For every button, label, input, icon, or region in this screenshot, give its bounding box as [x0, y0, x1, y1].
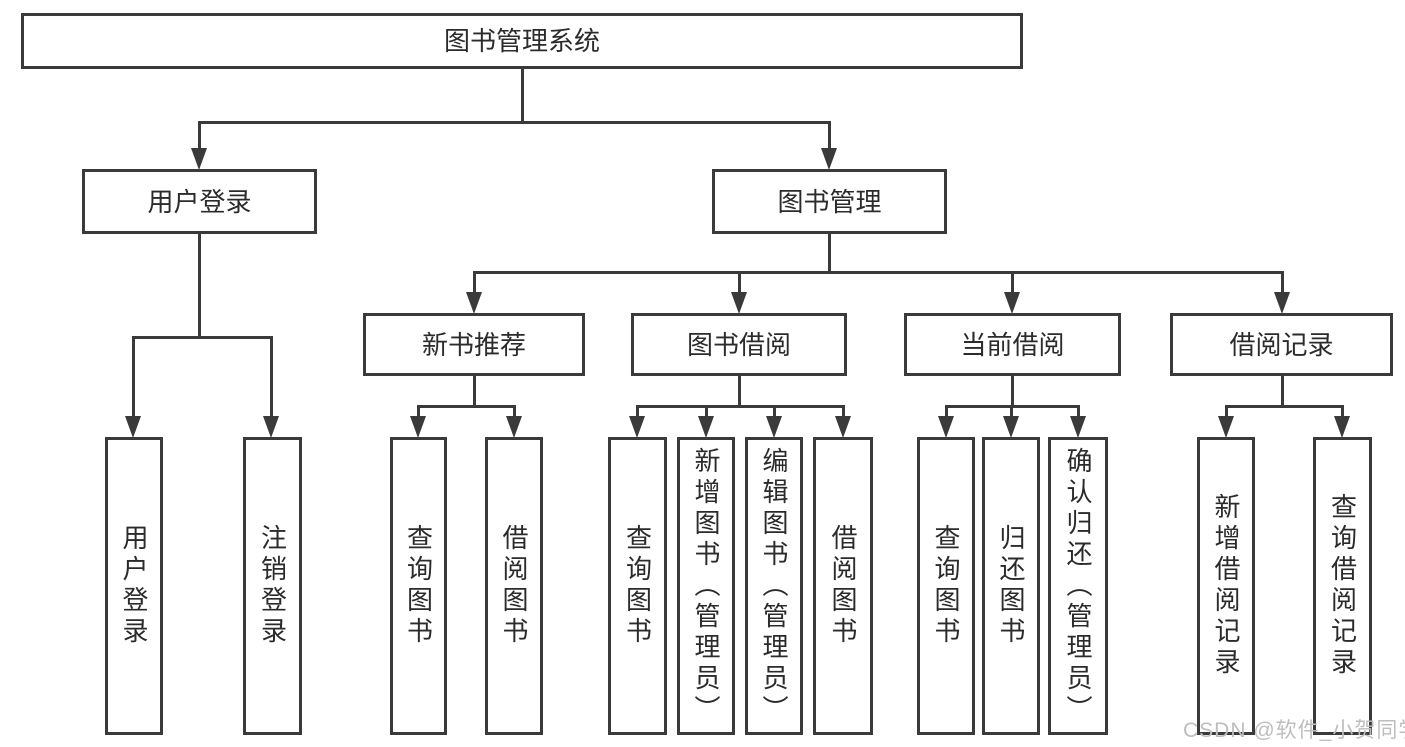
connector-segment [131, 335, 273, 339]
node-label: 借阅图书 [828, 524, 858, 648]
connector-segment [197, 234, 201, 339]
node-leaf-return-books: 归还图书 [982, 437, 1040, 735]
node-label: 查询图书 [622, 524, 653, 648]
connector-segment [1280, 376, 1284, 408]
connector-segment [827, 234, 831, 274]
connector-segment [635, 406, 639, 417]
node-borrow-records: 借阅记录 [1170, 313, 1393, 376]
connector-segment [737, 376, 741, 408]
csdn-watermark: CSDN @软件_小贺同学 [1183, 719, 1405, 742]
node-label: 借阅图书 [499, 524, 529, 648]
connector-segment [472, 272, 476, 293]
node-label: 新书推荐 [421, 329, 526, 360]
arrow-down-icon [125, 416, 141, 438]
arrow-down-icon [1334, 416, 1350, 438]
connector-segment [1010, 272, 1014, 293]
node-leaf-logout: 注销登录 [243, 437, 302, 735]
connector-segment [1340, 406, 1344, 417]
connector-segment [1224, 404, 1344, 408]
arrow-down-icon [766, 416, 782, 438]
connector-segment [737, 272, 741, 293]
arrow-down-icon [1003, 416, 1019, 438]
node-label: 查询图书 [931, 524, 961, 648]
connector-segment [944, 406, 948, 417]
connector-segment [1280, 272, 1284, 293]
node-root: 图书管理系统 [21, 13, 1023, 69]
connector-segment [131, 337, 135, 417]
node-label: 查询借阅记录 [1327, 493, 1358, 679]
connector-segment [416, 406, 420, 417]
node-leaf-add-borrow-record: 新增借阅记录 [1197, 437, 1255, 735]
arrow-down-icon [698, 416, 714, 438]
connector-segment [827, 122, 831, 149]
node-leaf-borrow-books-2: 借阅图书 [813, 437, 873, 735]
connector-segment [635, 404, 845, 408]
arrow-down-icon [821, 148, 837, 170]
connector-segment [1010, 376, 1014, 408]
node-book-borrowing: 图书借阅 [631, 313, 847, 376]
connector-segment [472, 376, 476, 408]
node-label: 查询图书 [403, 524, 434, 648]
node-leaf-borrow-books-1: 借阅图书 [485, 437, 543, 735]
arrow-down-icon [263, 416, 279, 438]
node-leaf-edit-books: 编辑图书（管理员） [745, 437, 803, 735]
node-label: 用户登录 [147, 186, 252, 217]
node-leaf-query-books-1: 查询图书 [390, 437, 447, 735]
arrow-down-icon [1070, 416, 1086, 438]
node-label: 新增图书（管理员） [691, 446, 721, 726]
node-label: 图书借阅 [686, 329, 791, 360]
node-label: 注销登录 [257, 524, 288, 648]
node-current-borrowing: 当前借阅 [904, 313, 1121, 376]
node-label: 确认归还（管理员） [1063, 446, 1093, 726]
arrow-down-icon [410, 416, 426, 438]
node-label: 图书管理系统 [443, 26, 600, 56]
connector-segment [269, 337, 273, 417]
arrow-down-icon [1274, 292, 1290, 314]
connector-segment [520, 69, 524, 124]
node-leaf-query-books-2: 查询图书 [608, 437, 667, 735]
node-label: 编辑图书（管理员） [759, 446, 789, 726]
node-label: 借阅记录 [1229, 329, 1334, 360]
node-user-login: 用户登录 [82, 169, 317, 234]
arrow-down-icon [1004, 292, 1020, 314]
node-label: 新增借阅记录 [1211, 493, 1241, 679]
node-label: 当前借阅 [960, 329, 1065, 360]
connector-segment [197, 122, 201, 149]
node-leaf-query-borrow-record: 查询借阅记录 [1313, 437, 1372, 735]
arrow-down-icon [1218, 416, 1234, 438]
arrow-down-icon [191, 148, 207, 170]
connector-segment [1224, 406, 1228, 417]
node-new-book-recommend: 新书推荐 [363, 313, 585, 376]
arrow-down-icon [731, 292, 747, 314]
node-leaf-confirm-return: 确认归还（管理员） [1048, 437, 1108, 735]
node-leaf-query-books-3: 查询图书 [917, 437, 975, 735]
node-leaf-add-books: 新增图书（管理员） [677, 437, 735, 735]
node-label: 归还图书 [996, 524, 1026, 648]
connector-segment [416, 404, 516, 408]
node-leaf-user-login: 用户登录 [105, 437, 163, 735]
connector-segment [772, 406, 776, 417]
arrow-down-icon [506, 416, 522, 438]
connector-segment [841, 406, 845, 417]
connector-segment [1009, 406, 1013, 417]
node-label: 用户登录 [119, 524, 149, 648]
arrow-down-icon [629, 416, 645, 438]
arrow-down-icon [835, 416, 851, 438]
node-book-management: 图书管理 [712, 169, 947, 234]
connector-segment [512, 406, 516, 417]
arrow-down-icon [466, 292, 482, 314]
connector-segment [197, 120, 831, 124]
connector-segment [472, 270, 1284, 274]
node-label: 图书管理 [777, 186, 882, 217]
connector-segment [1076, 406, 1080, 417]
connector-segment [704, 406, 708, 417]
arrow-down-icon [938, 416, 954, 438]
